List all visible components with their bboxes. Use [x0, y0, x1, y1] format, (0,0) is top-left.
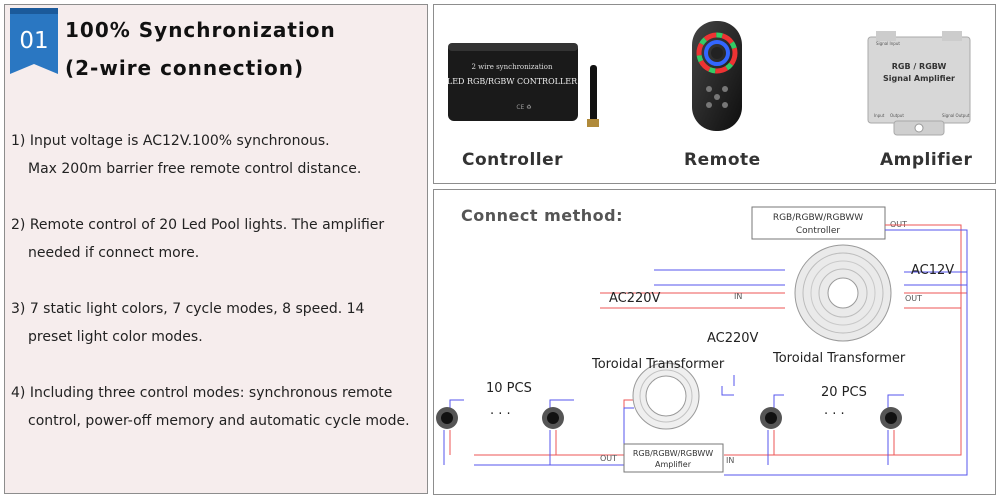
section-title: 100% Synchronization (2-wire connection)	[65, 11, 336, 87]
svg-text:AC220V: AC220V	[707, 331, 759, 346]
pool-light	[880, 407, 902, 429]
amplifier-image: Signal Input RGB / RGBW Signal Amplifier…	[867, 31, 971, 136]
svg-text:Toroidal Transformer: Toroidal Transformer	[772, 351, 906, 366]
svg-text:Signal Input: Signal Input	[876, 41, 900, 46]
feature-item: 2) Remote control of 20 Led Pool lights.…	[11, 217, 385, 261]
svg-text:Amplifier: Amplifier	[655, 460, 692, 469]
controller-caption: Controller	[462, 150, 564, 170]
svg-text:20 PCS: 20 PCS	[821, 385, 867, 400]
pool-light	[436, 407, 458, 429]
feature-item: 1) Input voltage is AC12V.100% synchrono…	[11, 133, 362, 177]
remote-caption: Remote	[684, 150, 761, 170]
svg-text:Signal Amplifier: Signal Amplifier	[883, 74, 955, 83]
toroidal-transformer-left	[632, 362, 700, 430]
svg-text:AC220V: AC220V	[609, 291, 661, 306]
badge-number: 01	[19, 28, 48, 54]
svg-text:10 PCS: 10 PCS	[486, 381, 532, 396]
number-badge: 01	[10, 8, 58, 74]
svg-text:Controller: Controller	[796, 226, 841, 236]
products-panel: 2 wire synchronization LED RGB/RGBW CONT…	[433, 4, 996, 184]
diagram-title: Connect method:	[461, 206, 623, 225]
pool-light	[760, 407, 782, 429]
connection-diagram: Connect method: RGB/RGBW/RGBWW Controlle…	[433, 189, 996, 495]
svg-text:Toroidal Transformer: Toroidal Transformer	[591, 357, 725, 372]
feature-item: 4) Including three control modes: synchr…	[11, 385, 410, 429]
amplifier-caption: Amplifier	[880, 150, 973, 170]
wiring-svg: RGB/RGBW/RGBWW Controller OUT	[436, 206, 968, 476]
feature-panel: 01 100% Synchronization (2-wire connecti…	[4, 4, 428, 494]
svg-text:CE ♻: CE ♻	[516, 104, 531, 111]
title-line-2: (2-wire connection)	[65, 56, 305, 80]
svg-text:Signal Output: Signal Output	[942, 113, 970, 118]
pool-light	[542, 407, 564, 429]
amplifier-box	[623, 443, 724, 473]
svg-text:Input: Input	[874, 113, 885, 118]
controller-box	[751, 206, 886, 240]
svg-text:OUT: OUT	[905, 294, 922, 303]
toroidal-transformer-right	[794, 244, 892, 342]
svg-text:Output: Output	[890, 113, 904, 118]
svg-text:OUT: OUT	[600, 454, 617, 463]
svg-text:RGB / RGBW: RGB / RGBW	[892, 62, 947, 71]
svg-text:IN: IN	[726, 456, 734, 465]
svg-text:LED RGB/RGBW CONTROLLER: LED RGB/RGBW CONTROLLER	[447, 77, 578, 86]
feature-item: 3) 7 static light colors, 7 cycle modes,…	[11, 301, 365, 345]
svg-text:IN: IN	[734, 292, 742, 301]
svg-text:RGB/RGBW/RGBWW: RGB/RGBW/RGBWW	[773, 213, 863, 223]
svg-text:AC12V: AC12V	[911, 263, 954, 278]
svg-text:. . .: . . .	[824, 403, 845, 418]
svg-text:RGB/RGBW/RGBWW: RGB/RGBW/RGBWW	[633, 449, 713, 458]
svg-text:. . .: . . .	[490, 403, 511, 418]
svg-text:2 wire synchronization: 2 wire synchronization	[471, 63, 553, 71]
controller-image: 2 wire synchronization LED RGB/RGBW CONT…	[447, 43, 599, 127]
remote-image	[692, 21, 742, 131]
title-line-1: 100% Synchronization	[65, 18, 336, 42]
